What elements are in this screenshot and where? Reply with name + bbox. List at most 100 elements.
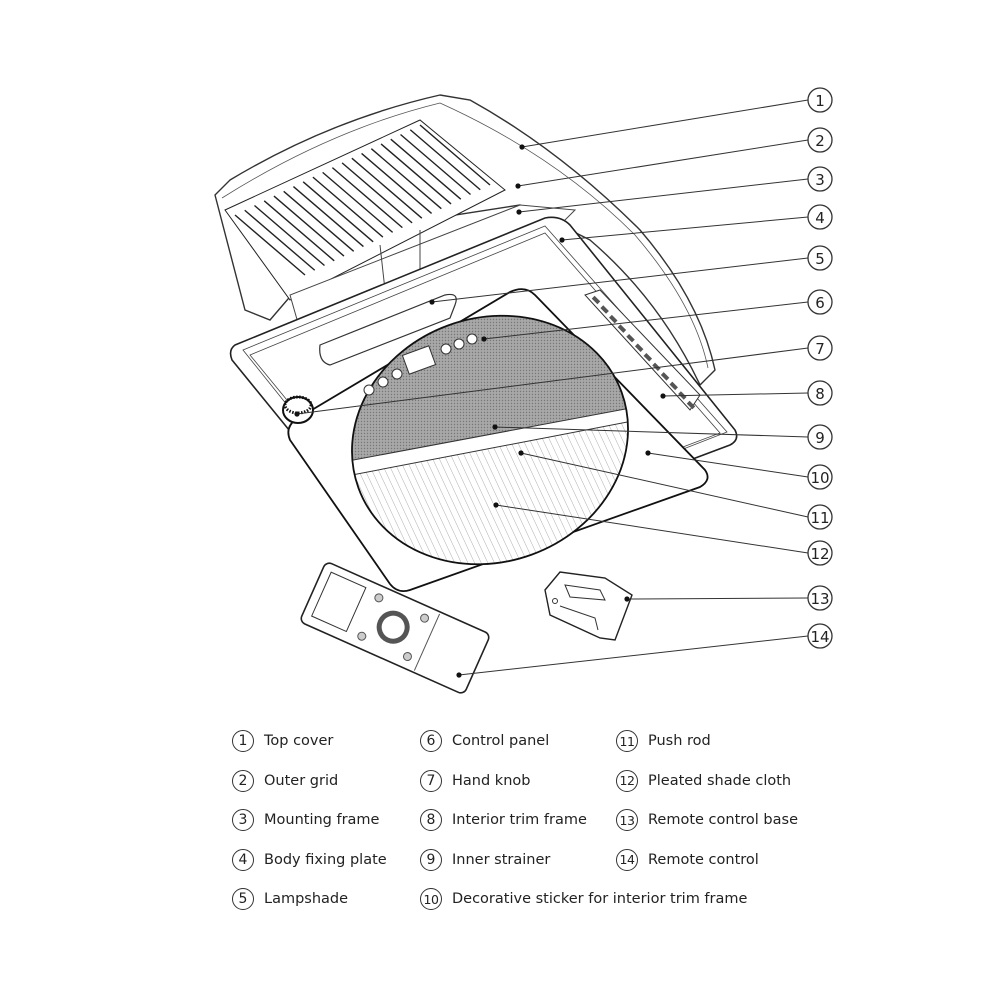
leader-line-10 xyxy=(647,452,809,478)
callout-circle xyxy=(807,204,833,230)
callout-number: 1 xyxy=(815,92,825,110)
leader-line-2 xyxy=(517,139,809,187)
anchor-dot-11 xyxy=(518,450,524,456)
leader-line-4 xyxy=(561,216,809,241)
legend-item: 3 Mounting frame xyxy=(232,807,379,833)
callout-13: 13 xyxy=(807,585,833,611)
interior-trim-frame xyxy=(584,289,701,411)
callout-6: 6 xyxy=(807,289,833,315)
legend-number: 6 xyxy=(420,730,442,752)
leader-line-1 xyxy=(521,99,809,148)
legend-number: 11 xyxy=(616,730,638,752)
legend-number: 12 xyxy=(616,769,638,792)
callout-circle xyxy=(807,166,833,192)
anchor-dot-6 xyxy=(481,336,487,342)
callout-2: 2 xyxy=(807,127,833,153)
callout-circle xyxy=(807,424,833,450)
callout-number: 9 xyxy=(815,429,825,447)
leader-line-14 xyxy=(458,635,809,676)
legend-number: 10 xyxy=(420,888,442,910)
callout-number: 3 xyxy=(815,171,825,189)
anchor-dot-5 xyxy=(429,299,435,305)
legend-label: Decorative sticker for interior trim fra… xyxy=(452,891,748,907)
legend-number: 8 xyxy=(420,809,442,831)
callout-circle xyxy=(807,623,833,649)
callout-circle xyxy=(807,289,833,315)
legend-label: Body fixing plate xyxy=(264,851,387,868)
anchor-dot-4 xyxy=(559,237,565,243)
legend-number: 7 xyxy=(420,769,442,792)
legend-label: Pleated shade cloth xyxy=(648,772,792,789)
legend-item: 11 Push rod xyxy=(616,728,711,754)
leader-line-7 xyxy=(296,347,809,415)
anchor-dot-1 xyxy=(519,144,525,150)
legend-item: 1 Top cover xyxy=(232,728,333,754)
legend-item: 2 Outer grid xyxy=(232,768,338,794)
legend-item: 6 Control panel xyxy=(420,728,549,754)
anchor-dot-7 xyxy=(294,411,300,417)
anchor-dot-2 xyxy=(515,183,521,189)
callout-circle xyxy=(807,585,833,611)
callout-circle xyxy=(807,335,833,361)
callout-number: 6 xyxy=(815,294,825,312)
callout-number: 13 xyxy=(810,590,829,608)
legend-number: 14 xyxy=(616,848,638,871)
legend-item: 10 Decorative sticker for interior trim f… xyxy=(420,886,747,912)
control-panel xyxy=(363,333,478,396)
legend-label: Top cover xyxy=(264,733,334,749)
legend-number: 13 xyxy=(616,809,638,831)
legend-label: Hand knob xyxy=(452,772,531,789)
legend-label: Inner strainer xyxy=(452,851,551,868)
leader-line-3 xyxy=(518,178,809,213)
legend-number: 3 xyxy=(232,809,254,831)
anchor-dot-12 xyxy=(493,502,499,508)
callout-number: 11 xyxy=(810,509,829,527)
callout-number: 2 xyxy=(815,132,825,150)
legend-number: 9 xyxy=(420,848,442,871)
legend-label: Mounting frame xyxy=(264,812,380,828)
callout-circle xyxy=(807,87,833,113)
leader-line-8 xyxy=(662,392,809,397)
callout-12: 12 xyxy=(807,540,833,566)
leader-line-5 xyxy=(431,257,809,303)
leader-line-13 xyxy=(626,597,809,600)
callout-10: 10 xyxy=(807,464,833,490)
callout-number: 4 xyxy=(815,209,825,227)
leader-line-9 xyxy=(494,426,809,438)
legend-number: 2 xyxy=(232,769,254,792)
legend-item: 9 Inner strainer xyxy=(420,847,550,873)
remote-control-base-drawing xyxy=(544,571,633,641)
legend-label: Control panel xyxy=(452,733,550,749)
callout-circle xyxy=(807,245,833,271)
hand-knob xyxy=(282,395,314,424)
legend-label: Push rod xyxy=(648,733,711,749)
legend-item: 7 Hand knob xyxy=(420,768,530,794)
anchor-dot-3 xyxy=(516,209,522,215)
callout-7: 7 xyxy=(807,335,833,361)
anchor-dot-9 xyxy=(492,424,498,430)
callout-number: 7 xyxy=(815,340,825,358)
callout-1: 1 xyxy=(807,87,833,113)
callout-number: 12 xyxy=(810,545,829,563)
callout-number: 10 xyxy=(810,469,829,487)
callout-circle xyxy=(807,504,833,530)
callout-8: 8 xyxy=(807,380,833,406)
callout-9: 9 xyxy=(807,424,833,450)
leader-lines xyxy=(294,99,809,678)
legend-label: Outer grid xyxy=(264,772,339,789)
remote-control-drawing xyxy=(300,562,490,694)
leader-line-11 xyxy=(520,452,809,518)
legend-label: Remote control base xyxy=(648,812,798,828)
legend-number: 1 xyxy=(232,730,254,752)
callout-number: 14 xyxy=(810,628,829,646)
legend-item: 13 Remote control base xyxy=(616,807,798,833)
callout-11: 11 xyxy=(807,504,833,530)
strainer-outline xyxy=(351,314,629,566)
lampshade xyxy=(319,293,457,366)
callout-circle xyxy=(807,380,833,406)
callout-3: 3 xyxy=(807,166,833,192)
